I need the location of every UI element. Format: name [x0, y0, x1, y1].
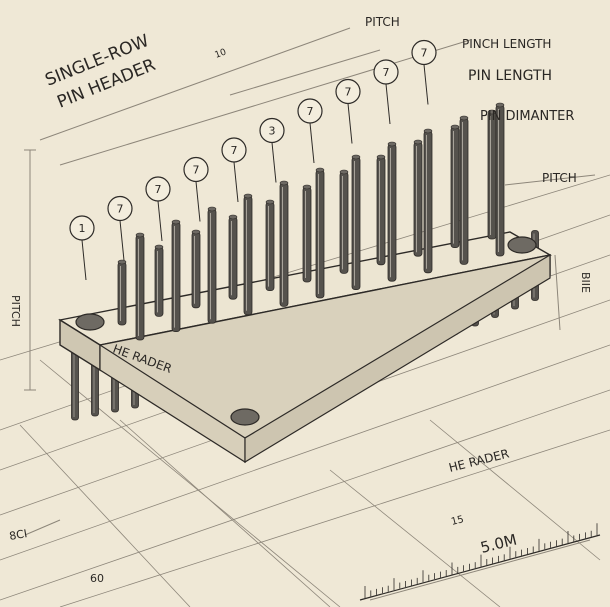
bottom-pin	[71, 349, 79, 421]
pin-callout-number: 7	[307, 105, 314, 118]
pin-callout-number: 3	[269, 125, 276, 138]
pin-callouts: 1 7 7 7 7 3 7 7 7 7	[69, 39, 437, 281]
mount-hole-right	[507, 236, 537, 254]
pin-callout-number: 7	[345, 86, 352, 99]
pin-callout: 7	[411, 39, 437, 105]
mount-hole-front	[230, 408, 260, 426]
header-pin	[495, 102, 505, 257]
label-pitch-right: PITCH	[542, 171, 577, 185]
pin-callout-number: 7	[231, 144, 238, 157]
header-pin	[450, 124, 460, 248]
header-pin	[135, 232, 145, 341]
label-pin-diameter: PIN DIMANTER	[480, 109, 574, 124]
pin-callout: 7	[335, 78, 361, 144]
pin-callout: 3	[259, 117, 285, 183]
label-pin-length: PIN LENGTH	[468, 68, 552, 84]
header-pin	[265, 199, 275, 291]
header-pin	[339, 169, 349, 274]
header-pin	[191, 229, 201, 309]
pin-callout-number: 1	[79, 222, 86, 235]
pin-callout-number: 7	[383, 66, 390, 79]
label-scale: 5.0M	[479, 531, 519, 557]
label-dim-faint: 10	[214, 47, 228, 60]
label-pinch-length: PINCH LENGTH	[462, 37, 551, 51]
header-pin	[117, 259, 127, 326]
header-pin	[459, 115, 469, 265]
pin-callout-number: 7	[421, 47, 428, 60]
pin-callout: 7	[183, 156, 209, 222]
label-scale-small: 15	[450, 514, 465, 528]
header-pin	[207, 206, 217, 324]
header-pin	[387, 141, 397, 282]
top-pins	[117, 102, 505, 341]
label-header: HE RADER	[447, 446, 510, 474]
pin-callout: 7	[221, 137, 247, 203]
mount-hole-left	[75, 313, 105, 331]
header-pin	[487, 109, 497, 240]
header-pin	[154, 244, 164, 317]
label-bottom-a: 8CI	[8, 527, 28, 543]
header-pin	[423, 128, 433, 274]
pin-callout: 1	[69, 215, 95, 281]
header-pin	[228, 214, 238, 300]
title-block: SINGLE-ROW PIN HEADER	[42, 31, 158, 113]
pin-callout: 7	[107, 195, 133, 261]
header-pin	[279, 180, 289, 307]
label-bottom-b: 60	[90, 572, 104, 585]
pin-callout-number: 7	[193, 164, 200, 177]
dimension-lines	[24, 27, 596, 601]
label-side-right: BIIE	[579, 272, 592, 293]
header-pin	[376, 154, 386, 266]
label-pitch-left: PITCH	[9, 295, 22, 327]
pin-callout: 7	[373, 59, 399, 125]
header-pin	[243, 193, 253, 316]
pin-callout: 7	[145, 176, 171, 242]
header-pin	[413, 139, 423, 257]
scale-ruler	[359, 523, 601, 601]
header-pin	[171, 219, 181, 332]
pin-callout: 7	[297, 98, 323, 164]
header-pin	[315, 167, 325, 299]
header-pin	[302, 184, 312, 283]
header-pin	[351, 154, 361, 291]
label-pitch-top: PITCH	[365, 15, 400, 29]
pin-callout-number: 7	[117, 203, 124, 216]
pin-callout-number: 7	[155, 183, 162, 196]
header-body: HE RADER	[58, 231, 552, 464]
